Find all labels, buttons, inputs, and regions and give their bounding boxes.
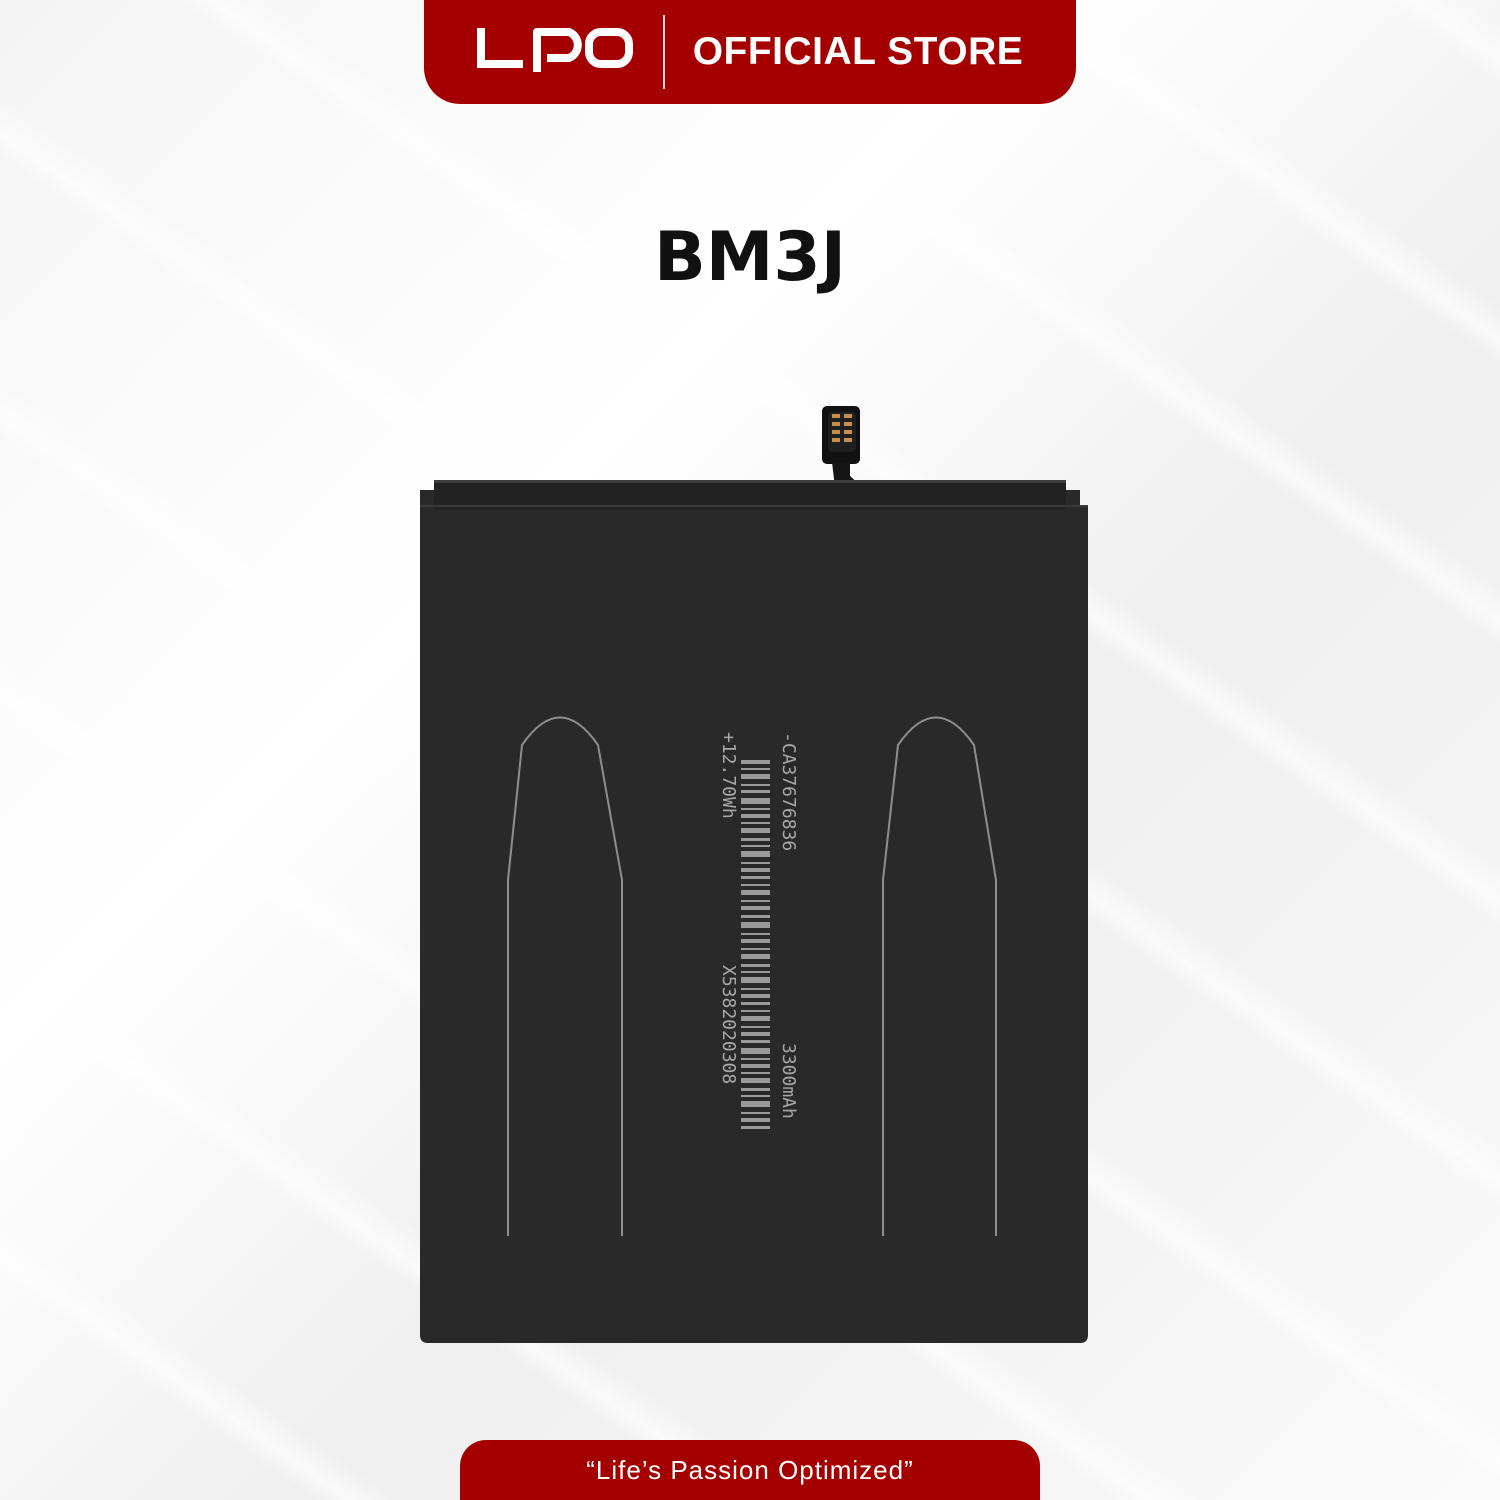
barcode	[741, 760, 770, 1129]
battery-top-edge	[434, 480, 1066, 510]
tagline: “Life’s Passion Optimized”	[586, 1454, 914, 1485]
official-store-label: OFFICIAL STORE	[692, 30, 1024, 73]
lpo-logo	[476, 28, 633, 72]
header-divider	[662, 15, 665, 89]
top-banner: OFFICIAL STORE	[424, 0, 1076, 104]
left-arch-outline	[507, 716, 623, 1236]
right-arch-outline	[882, 716, 997, 1236]
bottom-banner: “Life’s Passion Optimized”	[460, 1440, 1040, 1500]
label-serial: -CA37676836	[778, 732, 799, 851]
label-batch: X5382020308	[718, 965, 739, 1084]
model-title: BM3J	[653, 218, 847, 297]
label-capacity: 3300mAh	[778, 1043, 799, 1119]
label-energy: +12.70Wh	[718, 732, 739, 819]
